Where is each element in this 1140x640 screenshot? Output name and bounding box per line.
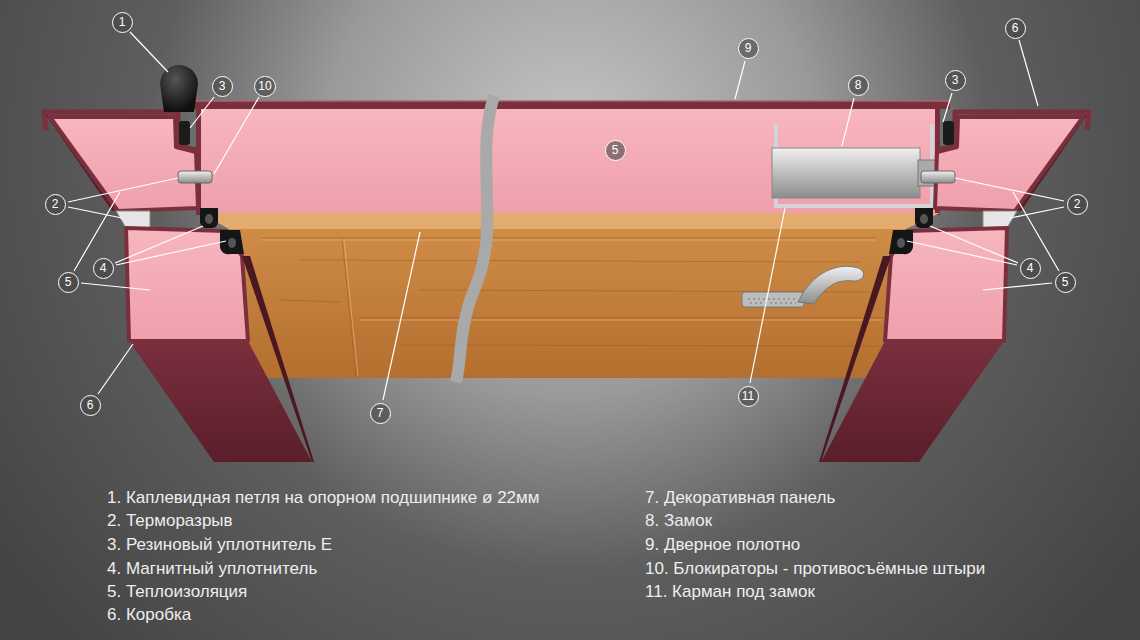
callout-number: 7 — [370, 403, 391, 424]
callout-number: 4 — [1020, 258, 1041, 279]
legend-item: 8. Замок — [645, 511, 712, 531]
handle-plate-holes — [748, 299, 798, 303]
magnetic-seal — [200, 208, 218, 228]
callout-number: 1 — [112, 12, 133, 33]
legend-item: 5. Теплоизоляция — [107, 582, 247, 602]
callout-number: 4 — [93, 258, 114, 279]
door-frame — [44, 112, 314, 462]
frame-front-face — [129, 341, 312, 462]
door-frame-mirror — [819, 112, 1089, 462]
legend-item: 6. Коробка — [107, 605, 191, 625]
callout-number: 5 — [1055, 272, 1076, 293]
door-handle — [798, 266, 864, 304]
legend-item: 7. Декоративная панель — [645, 488, 835, 508]
panel-groove — [262, 238, 884, 376]
seal-core — [228, 238, 236, 248]
legend-item: 4. Магнитный уплотнитель — [107, 559, 317, 579]
panel-top — [200, 213, 940, 229]
callout-number: 11 — [738, 386, 759, 407]
frame-side-face — [242, 256, 314, 462]
callout-number: 5 — [605, 140, 626, 161]
leaf-sheet — [176, 101, 950, 109]
seal-core — [205, 214, 213, 224]
rubber-seal — [179, 121, 190, 145]
decorative-panel — [229, 229, 906, 378]
panel-highlight — [262, 240, 882, 376]
frame-insulation — [126, 228, 248, 341]
break-line — [456, 96, 494, 382]
leaf-sheet-edge — [176, 100, 950, 102]
legend-item: 2. Терморазрыв — [107, 511, 233, 531]
legend-item: 10. Блокираторы - противосъёмные штыри — [645, 559, 985, 579]
legend-item: 3. Резиновый уплотнитель Е — [107, 535, 332, 555]
callout-number: 2 — [45, 194, 66, 215]
legend-item: 1. Каплевидная петля на опорном подшипни… — [107, 488, 539, 508]
callout-number: 9 — [738, 38, 759, 59]
lock-body — [772, 148, 920, 198]
leader-line — [68, 32, 1064, 400]
anti-removal-pin — [178, 171, 212, 183]
legend-item: 11. Карман под замок — [645, 582, 815, 602]
leaf-insulation — [200, 109, 938, 215]
callout-number: 3 — [212, 76, 233, 97]
handle-plate — [742, 292, 804, 307]
callout-number: 2 — [1067, 194, 1088, 215]
door-leaf — [176, 96, 950, 382]
hinge — [160, 65, 198, 112]
callout-number: 5 — [58, 272, 79, 293]
legend-item: 9. Дверное полотно — [645, 535, 800, 555]
callout-number: 6 — [1005, 18, 1026, 39]
thermal-break — [116, 211, 150, 228]
frame-flange — [44, 112, 196, 150]
callout-number: 3 — [945, 70, 966, 91]
callout-number: 10 — [254, 76, 275, 97]
callout-number: 8 — [848, 75, 869, 96]
callout-number: 6 — [80, 395, 101, 416]
